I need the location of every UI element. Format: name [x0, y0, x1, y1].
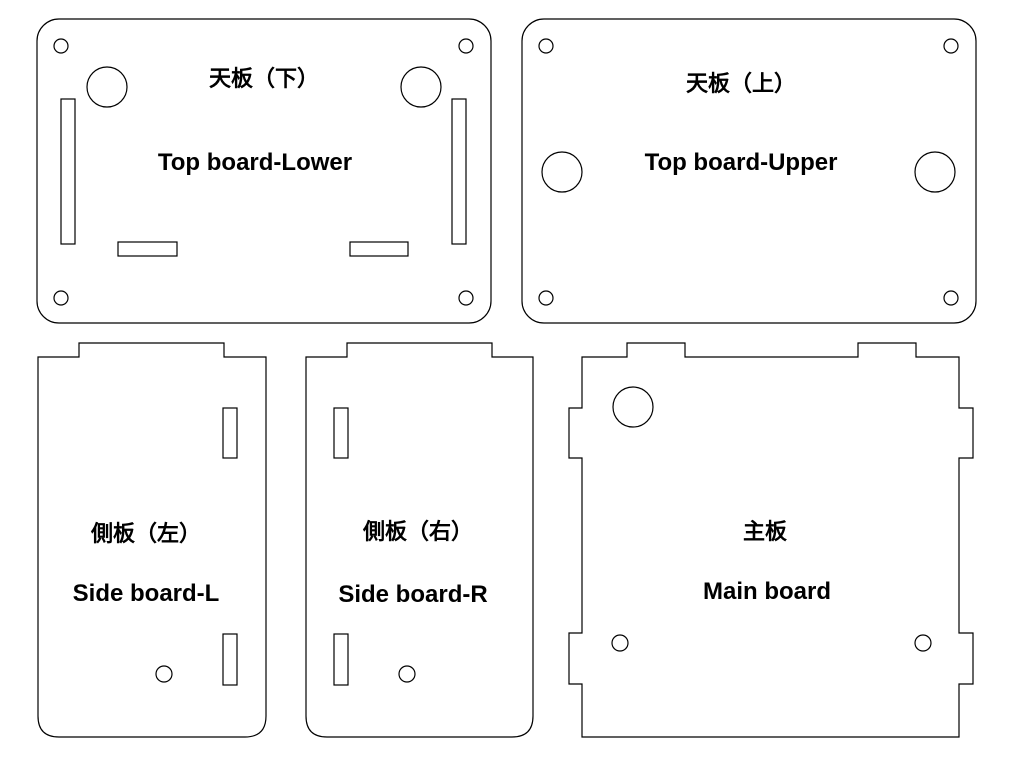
side-board-right-outline — [305, 342, 534, 738]
large-hole — [400, 66, 442, 108]
screw-hole — [53, 38, 69, 54]
large-hole — [612, 386, 654, 428]
vertical-slot — [333, 633, 349, 686]
top-board-upper-outline — [521, 18, 977, 324]
side-board-left: 側板（左） Side board-L — [37, 342, 267, 738]
screw-hole — [398, 665, 416, 683]
main-board-label-en: Main board — [703, 578, 831, 605]
side-board-right-label-en: Side board-R — [338, 581, 487, 608]
screw-hole — [943, 38, 959, 54]
vertical-slot — [333, 407, 349, 459]
side-board-right-label-ja: 側板（右） — [362, 520, 473, 545]
side-board-left-label-en: Side board-L — [73, 580, 220, 607]
vertical-slot — [60, 98, 76, 245]
top-board-upper-label-ja: 天板（上） — [686, 72, 796, 97]
screw-hole — [611, 634, 629, 652]
screw-hole — [458, 38, 474, 54]
large-hole — [86, 66, 128, 108]
vertical-slot — [222, 633, 238, 686]
vertical-slot — [222, 407, 238, 459]
screw-hole — [538, 38, 554, 54]
screw-hole — [458, 290, 474, 306]
top-board-upper: 天板（上） Top board-Upper — [521, 18, 977, 324]
main-board: 主板 Main board — [568, 342, 974, 738]
screw-hole — [155, 665, 173, 683]
top-board-upper-label-en: Top board-Upper — [645, 149, 838, 176]
horizontal-slot — [349, 241, 409, 257]
main-board-label-ja: 主板 — [743, 520, 788, 545]
large-hole — [541, 151, 583, 193]
screw-hole — [914, 634, 932, 652]
main-board-outline — [568, 342, 974, 738]
side-board-left-outline — [37, 342, 267, 738]
horizontal-slot — [117, 241, 178, 257]
side-board-right: 側板（右） Side board-R — [305, 342, 534, 738]
screw-hole — [53, 290, 69, 306]
top-board-lower-label-ja: 天板（下） — [209, 67, 319, 92]
screw-hole — [943, 290, 959, 306]
screw-hole — [538, 290, 554, 306]
side-board-left-label-ja: 側板（左） — [90, 521, 201, 547]
top-board-lower-label-en: Top board-Lower — [158, 149, 352, 176]
top-board-lower: 天板（下） Top board-Lower — [36, 18, 492, 324]
vertical-slot — [451, 98, 467, 245]
large-hole — [914, 151, 956, 193]
